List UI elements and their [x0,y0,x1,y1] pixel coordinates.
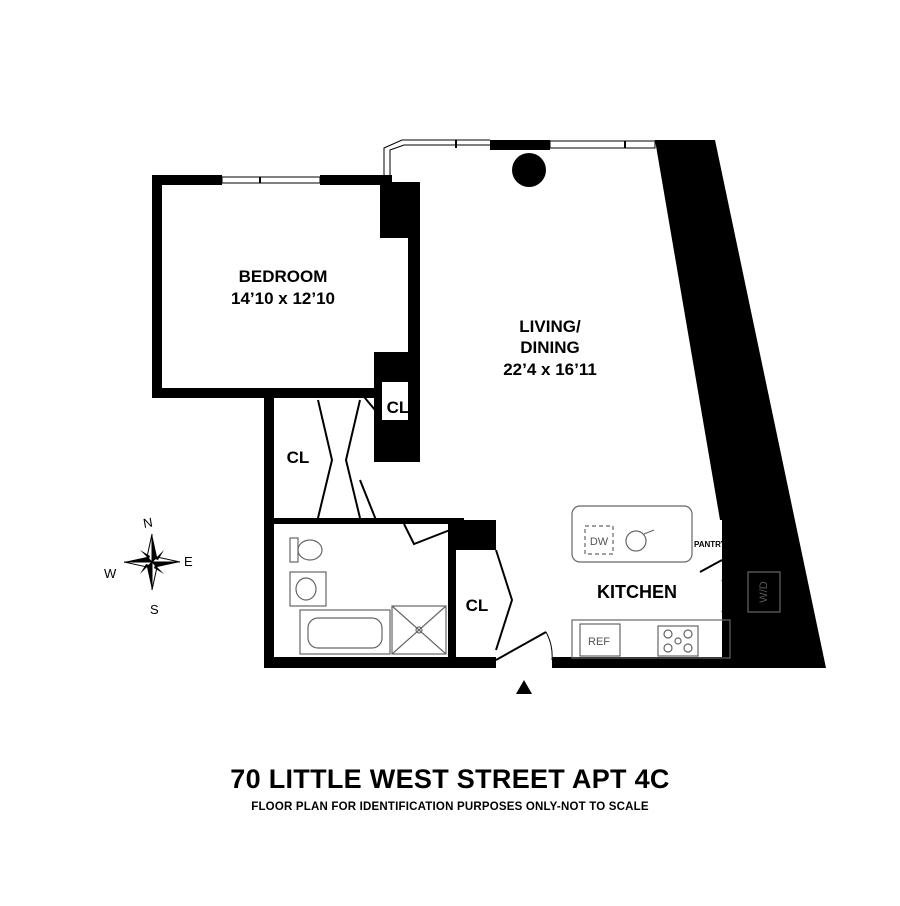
living-name-2: DINING [520,338,580,357]
compass-east: E [184,554,193,569]
stove-icon [657,625,699,657]
pantry-door[interactable] [699,559,723,573]
closet-left-label: CL [287,448,310,467]
plan-subtitle: FLOOR PLAN FOR IDENTIFICATION PURPOSES O… [251,801,649,813]
kitchen-name: KITCHEN [597,582,677,602]
plan-title: 70 LITTLE WEST STREET APT 4C [230,764,670,794]
compass-north: N [142,515,154,531]
sink-icon [289,571,327,607]
living-name-1: LIVING/ [519,317,581,336]
refrigerator-label: REF [588,636,610,648]
hall-door[interactable] [359,479,377,521]
walls [152,140,826,668]
living-window-east [549,140,656,149]
entry-door-swing [545,631,553,661]
bath-north-wall-right [404,518,464,524]
bedroom-name: BEDROOM [239,267,328,286]
compass-south: S [150,602,159,617]
bath-north-wall-left [264,518,404,524]
compass-west: W [104,566,117,581]
bedroom-north-wall-right [320,175,392,185]
column [512,153,546,187]
dishwasher-label: DW [590,536,609,548]
living-west-wall [408,182,420,462]
east-wall [655,140,826,668]
closet-lower-label: CL [466,596,489,615]
west-wall [264,388,274,668]
pantry-label: PANTRY [694,540,727,549]
wd-door[interactable] [721,579,740,613]
toilet-icon [289,537,323,563]
washer-dryer-box [741,565,787,619]
dishwasher-box [584,525,614,555]
south-wall-left [264,657,496,668]
washer-dryer-inner [747,571,781,613]
living-size: 22’4 x 16’11 [503,360,597,379]
closet-upper-label: CL [387,398,410,417]
closet-left-door[interactable] [317,399,334,519]
living-window-bay-inner [389,144,490,176]
room-labels: BEDROOM 14’10 x 12’10 LIVING/ DINING 22’… [231,267,727,615]
bedroom-south-wall [152,388,374,398]
sink-icon [625,529,655,552]
entry-arrow-icon [516,680,532,694]
washer-dryer-label: W/D [758,581,770,602]
closet-upper-door[interactable] [359,391,381,417]
closet-lower-door[interactable] [495,549,514,651]
bedroom-west-wall [152,175,162,398]
bedroom-north-wall-left [152,175,222,185]
south-wall-right [552,657,730,668]
doors [317,391,740,661]
appliance-labels: DW REF W/D [588,536,770,648]
east-inner-wall [722,515,736,665]
compass-rose-icon: N S E W [104,515,193,617]
kitchen-island [571,505,693,563]
refrigerator-box [579,623,621,657]
fixtures [289,505,787,659]
kitchen-counter [571,619,731,659]
living-north-wall-mid [490,140,550,150]
bath-door[interactable] [403,523,451,546]
bedroom-size: 14’10 x 12’10 [231,289,335,308]
shower-icon [391,605,447,655]
living-window-bay [383,139,490,184]
closet-left-door-2[interactable] [344,399,361,519]
bathtub-icon [299,609,391,655]
windows [221,139,656,184]
entry-door[interactable] [495,631,547,661]
bedroom-window [221,176,321,184]
closet-wall-side [374,352,382,462]
bath-east-wall [448,520,456,660]
